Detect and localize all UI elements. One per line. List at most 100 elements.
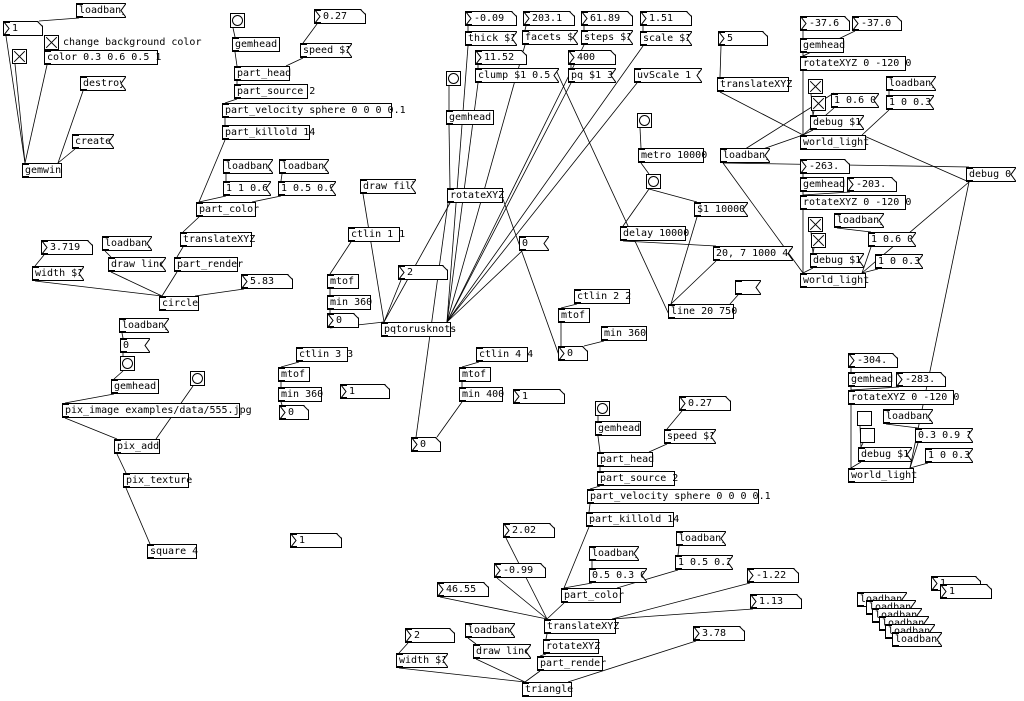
object-box-met[interactable]: metro 10000 [638, 148, 707, 163]
patch-cord[interactable] [588, 503, 591, 513]
patch-cord[interactable] [446, 250, 523, 323]
object-box-rx3[interactable]: rotateXYZ 0 -120 0 [848, 390, 959, 405]
patch-cord[interactable] [104, 250, 112, 258]
object-box-wl1[interactable]: world_light [800, 135, 869, 150]
object-box-ph1[interactable]: part_head [234, 66, 291, 81]
number-box-f7[interactable]: -0.09 [465, 11, 517, 26]
patch-cord[interactable] [24, 64, 48, 164]
patch-cord[interactable] [836, 227, 872, 233]
number-box-f31[interactable]: 1 [940, 584, 992, 599]
object-box-pk1[interactable]: part_killold 14 [222, 125, 315, 140]
message-box-lb10[interactable]: loadbang [676, 531, 726, 546]
message-box-m4[interactable]: 0 [519, 236, 549, 251]
patch-cord[interactable] [302, 23, 318, 44]
bang-button-b4[interactable] [446, 71, 461, 86]
patch-cord[interactable] [583, 340, 605, 347]
object-box-del[interactable]: delay 10000 [620, 226, 689, 241]
object-box-gh2[interactable]: gemhead [111, 379, 159, 394]
object-box-gh4[interactable]: gemhead [800, 38, 845, 53]
object-box-ps1[interactable]: part_source 2 [234, 84, 315, 99]
message-box-sc[interactable]: scale $1 [640, 31, 692, 46]
message-box-m8[interactable]: 1 0.6 0 [831, 93, 879, 108]
patch-cord[interactable] [64, 417, 118, 440]
message-box-dl1[interactable]: draw line [108, 257, 166, 272]
number-box-f4[interactable]: 5.83 [241, 274, 293, 289]
patch-cord[interactable] [861, 134, 970, 183]
message-box-lb3[interactable]: loadbang [279, 159, 329, 174]
patch-cord[interactable] [14, 63, 26, 164]
patch-cord[interactable] [446, 45, 469, 323]
patch-cord[interactable] [812, 247, 815, 254]
patch-cord[interactable] [648, 188, 698, 203]
patch-cord[interactable] [475, 658, 526, 683]
object-box-txyz2[interactable]: translateXYZ [717, 77, 792, 92]
object-box-pv1[interactable]: part_velocity sphere 0 0 0 0.1 [222, 103, 406, 118]
patch-cord[interactable] [57, 90, 84, 164]
object-box-mn2[interactable]: min 360 [601, 326, 647, 341]
patch-cord[interactable] [446, 45, 644, 323]
message-box-crt[interactable]: create [72, 134, 114, 149]
message-box-lb4[interactable]: loadbang [102, 236, 152, 251]
message-box-m12[interactable]: 0.3 0.9 1 [915, 428, 973, 443]
number-box-f6[interactable]: 1 [290, 533, 342, 548]
object-box-ph2[interactable]: part_head [597, 452, 654, 467]
patch-cord[interactable] [398, 642, 409, 654]
toggle-tg3[interactable] [808, 79, 823, 94]
object-box-pc2[interactable]: part_color [561, 588, 624, 603]
number-box-n1[interactable]: 0 [327, 313, 359, 328]
message-box-m7[interactable] [735, 280, 761, 295]
patch-cord[interactable] [121, 332, 124, 339]
message-box-fa[interactable]: facets $1 [522, 30, 578, 45]
object-box-ct2[interactable]: ctlin 2 2 [574, 289, 631, 304]
message-box-lb6[interactable]: loadbang [886, 76, 936, 91]
patch-cord[interactable] [34, 254, 45, 267]
toggle-tg8[interactable] [860, 428, 875, 443]
patch-cord[interactable] [446, 44, 585, 323]
patch-cord[interactable] [861, 246, 872, 274]
patch-cord[interactable] [622, 240, 717, 247]
message-box-sp2[interactable]: speed $1 [664, 429, 716, 444]
patch-cord[interactable] [57, 148, 76, 164]
patch-cord[interactable] [446, 44, 526, 323]
patch-cord[interactable] [909, 181, 970, 469]
patch-cord[interactable] [885, 423, 919, 429]
object-box-gh6[interactable]: gemhead [848, 372, 893, 387]
message-box-w2[interactable]: width $1 [396, 653, 448, 668]
number-box-f26[interactable]: 46.55 [437, 582, 489, 597]
object-box-pv2[interactable]: part_velocity sphere 0 0 0 0.1 [587, 489, 771, 504]
patch-cord[interactable] [34, 280, 163, 297]
number-box-f8[interactable]: 203.1 [523, 11, 575, 26]
patch-cord[interactable] [161, 271, 178, 297]
object-box-gh5[interactable]: gemhead [800, 177, 845, 192]
object-box-mn3[interactable]: min 360 [278, 387, 323, 402]
object-box-pqt[interactable]: pqtorusknots [381, 322, 456, 337]
patch-cord[interactable] [666, 410, 683, 430]
patch-cord[interactable] [670, 260, 717, 305]
object-box-ptex[interactable]: pix_texture [123, 473, 192, 488]
patch-cord[interactable] [719, 91, 804, 136]
number-box-f5[interactable]: 1 [340, 384, 390, 399]
message-box-m15[interactable]: 1 0.5 0.2 [675, 555, 733, 570]
message-box-m6[interactable]: 20, 7 1000 40 [713, 246, 793, 261]
patch-cord[interactable] [622, 188, 650, 227]
number-box-f15[interactable]: 5 [718, 31, 768, 46]
message-box-lb11[interactable]: loadbang [589, 546, 639, 561]
patch-cord[interactable] [176, 246, 184, 258]
message-box-m11[interactable]: 1 0 0.3 [875, 254, 923, 269]
patch-cord[interactable] [251, 195, 282, 203]
patch-cord[interactable] [719, 45, 722, 78]
message-box-m9[interactable]: 1 0 0.3 [886, 95, 934, 110]
number-box-f24[interactable]: -0.99 [494, 563, 546, 578]
patch-cord[interactable] [640, 162, 650, 175]
object-box-ct1[interactable]: ctlin 1 1 [348, 227, 405, 242]
patch-cord[interactable] [38, 17, 80, 22]
patch-cord[interactable] [467, 637, 477, 645]
message-box-pq[interactable]: pq $1 3 [568, 68, 616, 83]
number-box-f10[interactable]: 1.51 [640, 11, 692, 26]
number-box-f17[interactable]: -37.0 [852, 16, 902, 31]
patch-cord[interactable] [611, 608, 754, 620]
object-box-pr1[interactable]: part_render [174, 257, 243, 272]
number-box-f14[interactable]: 1 [513, 389, 565, 404]
patch-cord[interactable] [198, 139, 226, 203]
